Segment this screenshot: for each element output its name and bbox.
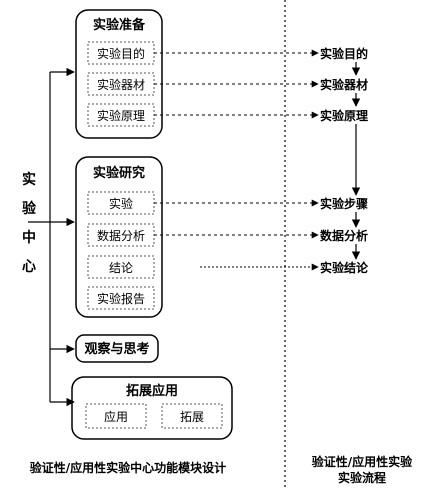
- flow-step-principle: 实验原理: [320, 108, 368, 123]
- research-item-conclusion: 结论: [109, 261, 133, 275]
- prep-item-objective: 实验目的: [97, 46, 145, 61]
- root-label: 实 验 中 心: [22, 171, 37, 275]
- root-char-4: 心: [22, 259, 36, 275]
- module-extension: 拓展应用 应用 拓展: [71, 376, 233, 440]
- extension-item-extend: 拓展: [180, 410, 204, 424]
- flow-step-procedure: 实验步骤: [320, 196, 368, 211]
- flow-links: [154, 49, 319, 271]
- module-extension-title: 拓展应用: [126, 383, 178, 399]
- flow-step-equipment: 实验器材: [320, 77, 368, 92]
- tree-connectors: [28, 67, 75, 407]
- flow-step-conclusion: 实验结论: [320, 260, 369, 275]
- flow-step-objective: 实验目的: [320, 46, 368, 61]
- prep-item-equipment: 实验器材: [97, 77, 145, 92]
- research-item-experiment: 实验: [109, 196, 133, 211]
- module-research: 实验研究 实验 数据分析 结论 实验报告: [75, 156, 163, 318]
- caption-right-line2: 实验流程: [338, 470, 386, 485]
- extension-item-apply: 应用: [104, 409, 128, 424]
- module-research-title: 实验研究: [93, 165, 145, 181]
- research-item-report: 实验报告: [97, 291, 145, 306]
- root-char-1: 实: [22, 171, 36, 188]
- caption-right-line1: 验证性/应用性实验: [312, 454, 413, 469]
- root-char-3: 中: [22, 229, 36, 246]
- flow-steps: 实验目的 实验器材 实验原理 实验步骤 数据分析 实验结论: [320, 46, 369, 275]
- module-observe: 观察与思考: [75, 334, 159, 363]
- caption-left: 验证性/应用性实验中心功能模块设计: [30, 460, 226, 475]
- module-observe-title: 观察与思考: [84, 341, 149, 357]
- module-prep-title: 实验准备: [93, 17, 146, 33]
- root-char-2: 验: [22, 200, 37, 217]
- module-prep: 实验准备 实验目的 实验器材 实验原理: [75, 9, 163, 139]
- prep-item-principle: 实验原理: [97, 108, 145, 123]
- flow-step-data-analysis: 数据分析: [320, 228, 368, 243]
- research-item-data-analysis: 数据分析: [97, 228, 145, 243]
